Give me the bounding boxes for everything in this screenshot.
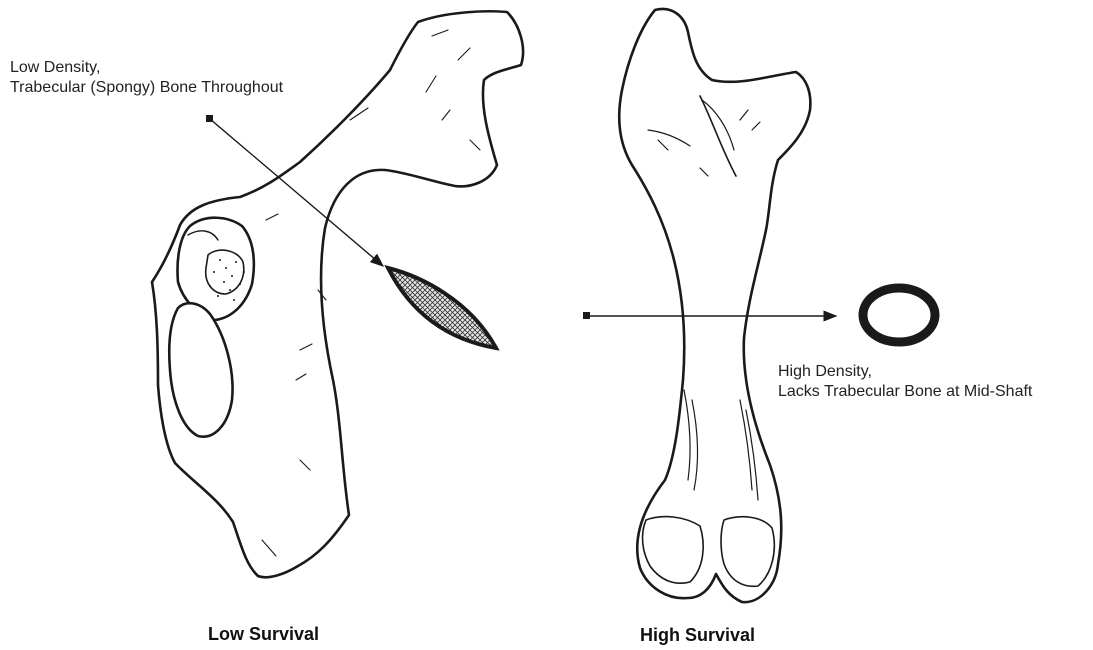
low-survival-caption: Low Survival: [208, 624, 319, 645]
low-density-line2: Trabecular (Spongy) Bone Throughout: [10, 78, 283, 98]
high-density-line1: High Density,: [778, 362, 1032, 382]
low-density-annotation: Low Density, Trabecular (Spongy) Bone Th…: [10, 58, 283, 98]
pelvis-cross-section: [388, 268, 496, 348]
high-density-annotation: High Density, Lacks Trabecular Bone at M…: [778, 362, 1032, 402]
high-density-line2: Lacks Trabecular Bone at Mid-Shaft: [778, 382, 1032, 402]
femur-bone-drawing: [619, 9, 810, 602]
low-density-line1: Low Density,: [10, 58, 283, 78]
high-survival-caption: High Survival: [640, 625, 755, 646]
femur-cross-section: [863, 288, 935, 342]
